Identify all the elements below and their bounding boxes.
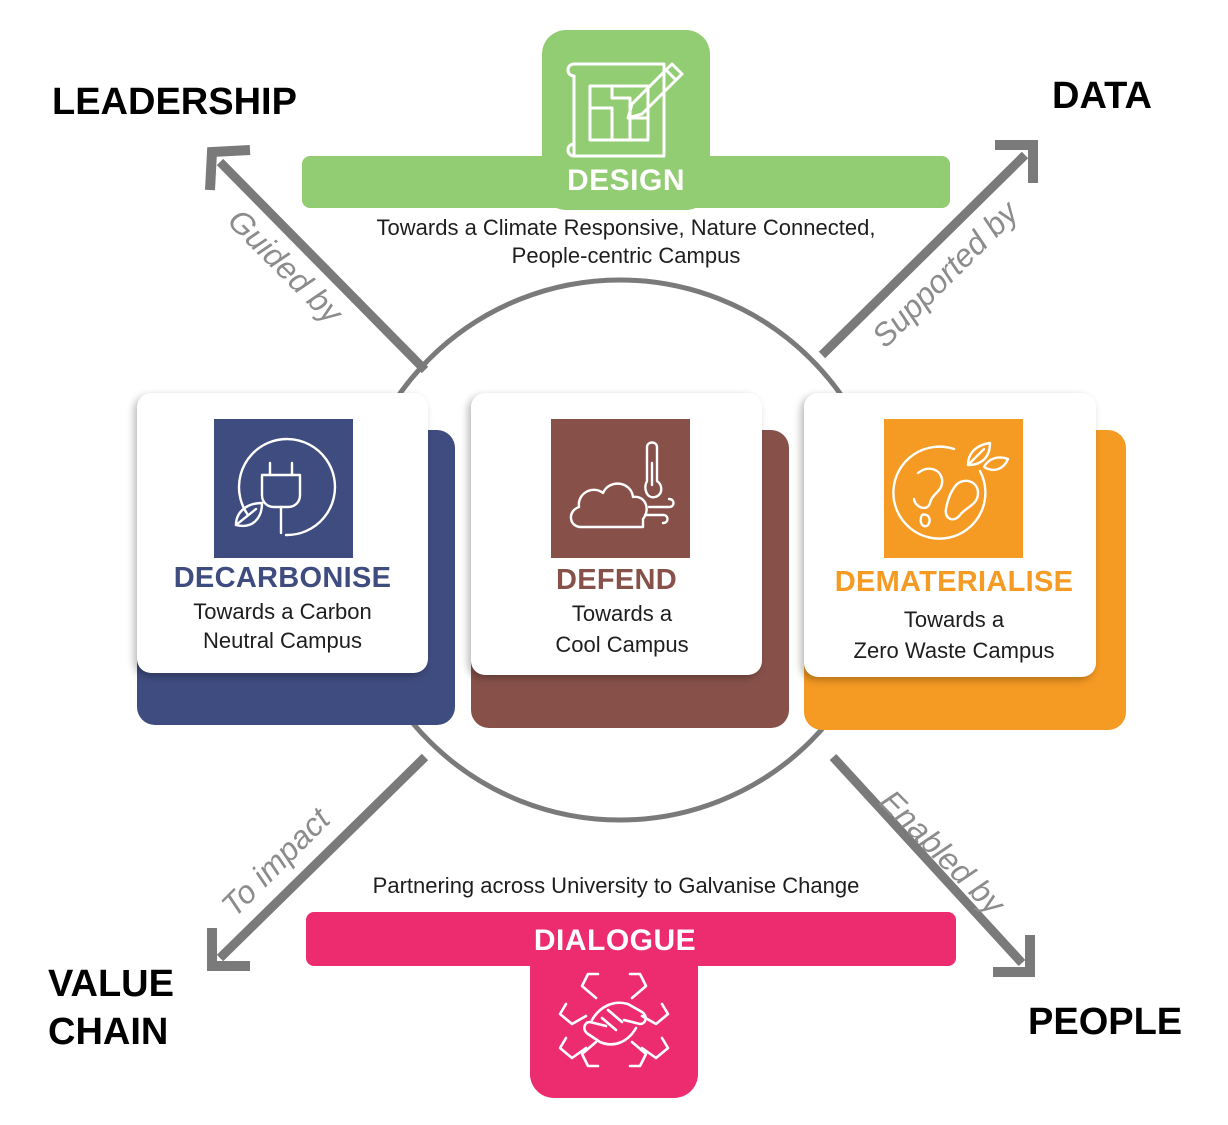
design-label: DESIGN bbox=[566, 164, 686, 197]
dialogue-label: DIALOGUE bbox=[533, 924, 697, 957]
corner-label-value-chain-line2: CHAIN bbox=[48, 1011, 169, 1053]
dematerialise-title: DEMATERIALISE bbox=[834, 566, 1074, 598]
corner-label-people: PEOPLE bbox=[1028, 1001, 1183, 1043]
arrowhead-people bbox=[993, 935, 1035, 977]
cloud-thermometer-icon bbox=[569, 441, 675, 529]
corner-label-value-chain-line1: VALUE bbox=[48, 963, 174, 1005]
design-band bbox=[302, 156, 950, 208]
decarbonise-icon-tile bbox=[214, 419, 353, 558]
dematerialise-description-line1: Towards a bbox=[903, 607, 1005, 632]
defend-title: DEFEND bbox=[555, 564, 678, 596]
arrow-people bbox=[829, 753, 1026, 967]
design-description-line1: Towards a Climate Responsive, Nature Con… bbox=[376, 215, 876, 240]
globe-leaf-icon bbox=[892, 441, 1010, 540]
decarbonise-description: Towards a Carbon Neutral Campus bbox=[137, 597, 428, 655]
dematerialise-description-line2: Zero Waste Campus bbox=[853, 638, 1055, 663]
decarbonise-description-line1: Towards a Carbon bbox=[193, 599, 372, 624]
blueprint-pencil-icon bbox=[566, 62, 684, 158]
arrowhead-data bbox=[995, 140, 1038, 183]
arrow-leadership bbox=[216, 158, 429, 374]
defend-description: Towards a Cool Campus bbox=[471, 598, 773, 660]
design-description: Towards a Climate Responsive, Nature Con… bbox=[302, 214, 950, 270]
corner-label-data: DATA bbox=[1052, 75, 1152, 117]
defend-description-line2: Cool Campus bbox=[555, 632, 689, 657]
decarbonise-description-line2: Neutral Campus bbox=[203, 628, 362, 653]
dematerialise-description: Towards a Zero Waste Campus bbox=[804, 604, 1104, 666]
corner-label-leadership: LEADERSHIP bbox=[52, 81, 297, 123]
plug-leaf-icon bbox=[234, 437, 337, 537]
decarbonise-title: DECARBONISE bbox=[173, 562, 392, 594]
defend-icon-tile bbox=[551, 419, 690, 558]
arrow-value-chain bbox=[216, 753, 429, 962]
dialogue-description: Partnering across University to Galvanis… bbox=[372, 873, 860, 898]
joined-hands-icon bbox=[558, 972, 670, 1068]
arrowhead-leadership bbox=[205, 145, 251, 191]
defend-description-line1: Towards a bbox=[571, 601, 673, 626]
dialogue-tab bbox=[530, 912, 698, 1098]
arrow-data bbox=[818, 151, 1029, 359]
arrowhead-value-chain bbox=[207, 928, 250, 971]
design-description-line2: People-centric Campus bbox=[511, 243, 741, 268]
corner-label-value-chain: VALUE CHAIN bbox=[48, 960, 174, 1056]
